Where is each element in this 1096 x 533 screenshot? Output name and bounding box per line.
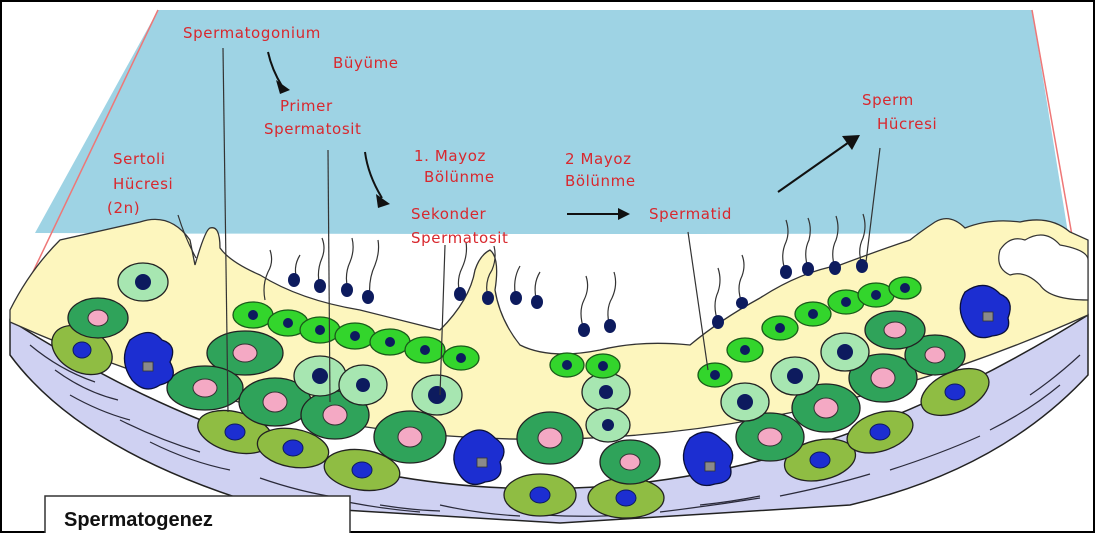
label-primer-line1: Primer — [280, 97, 333, 115]
label-sperm-line1: Sperm — [862, 91, 914, 109]
label-mayoz1-line1: 1. Mayoz — [414, 147, 486, 165]
label-sertoli-line1: Sertoli — [113, 150, 166, 168]
label-mayoz1-line2: Bölünme — [424, 168, 495, 186]
label-sperm-line2: Hücresi — [877, 115, 937, 133]
label-sekonder-line1: Sekonder — [411, 205, 487, 223]
label-primer-line2: Spermatosit — [264, 120, 362, 138]
label-sertoli-line2: Hücresi — [113, 175, 173, 193]
label-buyume: Büyüme — [333, 54, 399, 72]
label-spermatid: Spermatid — [649, 205, 732, 223]
label-sertoli-line3: (2n) — [107, 199, 140, 217]
caption-title: Spermatogenez — [64, 509, 213, 531]
label-sekonder-line2: Spermatosit — [411, 229, 509, 247]
label-mayoz2-line1: 2 Mayoz — [565, 150, 632, 168]
label-mayoz2-line2: Bölünme — [565, 172, 636, 190]
label-spermatogonium: Spermatogonium — [183, 24, 321, 42]
